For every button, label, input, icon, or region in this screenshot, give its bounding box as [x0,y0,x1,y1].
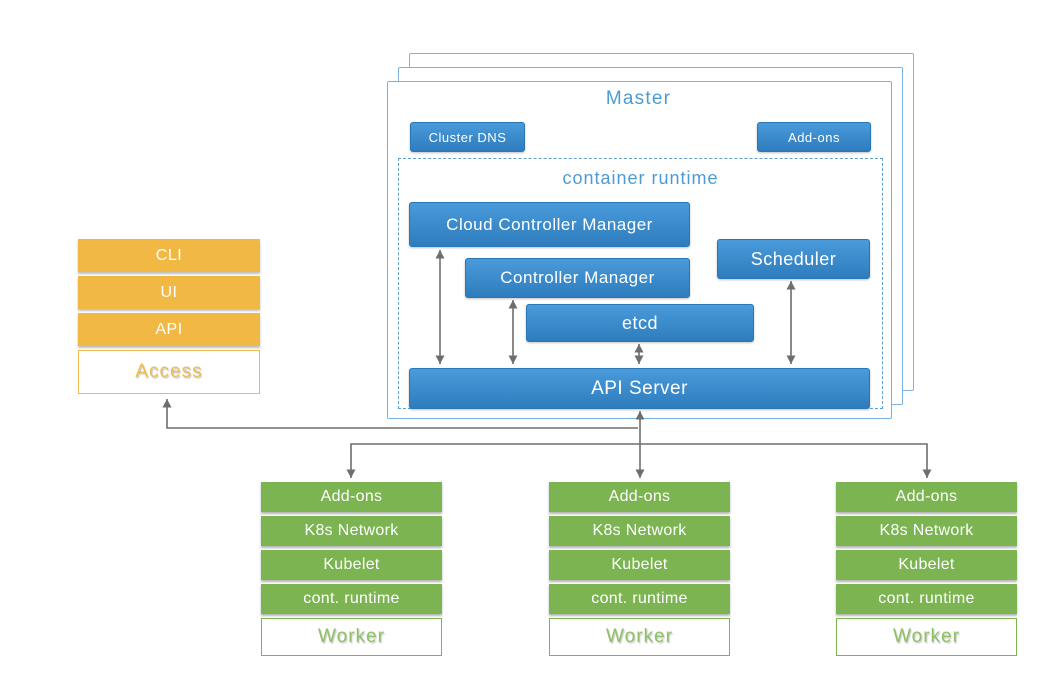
worker2-k8s-network: K8s Network [549,516,730,546]
cluster-dns-box: Cluster DNS [410,122,525,152]
master-title: Master [605,88,672,109]
worker2-addons: Add-ons [549,482,730,512]
worker2-cont-runtime: cont. runtime [549,584,730,614]
worker2-kubelet: Kubelet [549,550,730,580]
access-item-api: API [78,313,260,346]
worker1-label: Worker [261,618,442,656]
container-runtime-title: container runtime [562,168,719,188]
access-item-cli: CLI [78,239,260,272]
worker3-label: Worker [836,618,1017,656]
controller-manager-box: Controller Manager [465,258,690,298]
worker-stack-3: Add-ons K8s Network Kubelet cont. runtim… [836,482,1017,656]
access-item-ui: UI [78,276,260,309]
api-server-box: API Server [409,368,870,409]
scheduler-box: Scheduler [717,239,870,279]
access-group-label: Access [78,350,260,394]
worker3-cont-runtime: cont. runtime [836,584,1017,614]
worker3-addons: Add-ons [836,482,1017,512]
cloud-controller-manager-box: Cloud Controller Manager [409,202,690,247]
worker3-kubelet: Kubelet [836,550,1017,580]
worker1-k8s-network: K8s Network [261,516,442,546]
worker1-addons: Add-ons [261,482,442,512]
worker1-kubelet: Kubelet [261,550,442,580]
worker-stack-2: Add-ons K8s Network Kubelet cont. runtim… [549,482,730,656]
worker1-cont-runtime: cont. runtime [261,584,442,614]
master-addons-box: Add-ons [757,122,871,152]
worker2-label: Worker [549,618,730,656]
worker3-k8s-network: K8s Network [836,516,1017,546]
etcd-box: etcd [526,304,754,342]
worker-stack-1: Add-ons K8s Network Kubelet cont. runtim… [261,482,442,656]
access-stack: CLI UI API Access [78,239,260,394]
arrow-api-server-worker1-worker3 [346,443,932,478]
